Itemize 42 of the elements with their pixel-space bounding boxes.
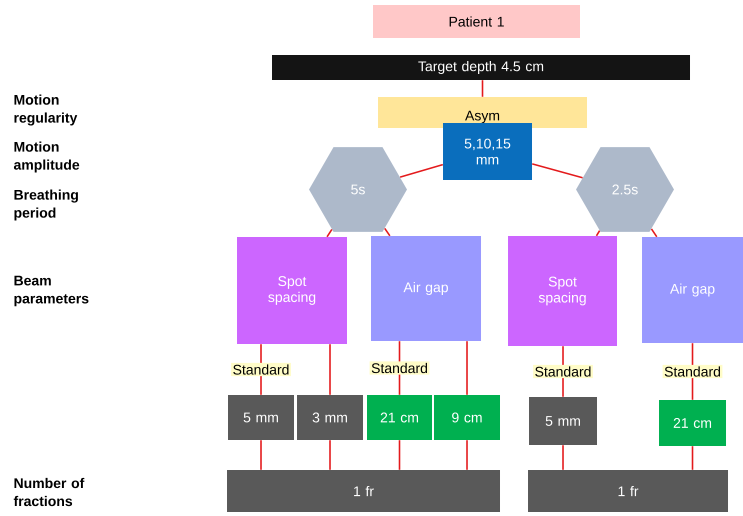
parameter-box: Spot spacing — [508, 236, 617, 346]
fraction-bar: 1 fr — [528, 470, 728, 512]
parameter-box: Air gap — [371, 236, 481, 341]
regularity-band: Asym — [378, 97, 588, 128]
connector-line — [466, 440, 468, 470]
value-box: 21 cm — [367, 395, 432, 440]
amplitude-box: 5,10,15 mm — [443, 123, 532, 180]
connector-line — [329, 440, 331, 470]
connector-line — [596, 230, 600, 236]
value-box: 5 mm — [529, 397, 597, 445]
connector-line — [692, 446, 694, 470]
row-label: Number of fractions — [14, 478, 84, 506]
value-box: 9 cm — [434, 395, 500, 440]
connector-line — [562, 445, 564, 470]
connector-line — [384, 228, 391, 236]
value-box: 3 mm — [297, 395, 363, 440]
value-box: 21 cm — [659, 400, 726, 446]
row-label: Beam parameters — [14, 276, 88, 306]
edge-label: Standard — [533, 364, 593, 378]
row-label: Motion amplitude — [14, 141, 80, 173]
connector-line — [400, 164, 444, 178]
connector-line — [650, 228, 658, 238]
parameter-box: Spot spacing — [237, 237, 347, 344]
connector-line — [398, 440, 400, 470]
connector-line — [482, 80, 484, 97]
connector-line — [326, 229, 333, 238]
depth-bar: Target depth 4.5 cm — [272, 55, 690, 80]
row-label: Motion regularity — [14, 94, 78, 126]
connector-line — [329, 344, 331, 395]
title-box: Patient 1 — [373, 5, 580, 38]
connector-line — [466, 341, 468, 395]
period-hexagon: 2.5s — [576, 147, 674, 232]
edge-label: Standard — [370, 361, 430, 375]
value-box: 5 mm — [228, 395, 294, 440]
connector-line — [260, 440, 262, 470]
parameter-box: Air gap — [642, 237, 743, 343]
row-label: Breathing period — [14, 189, 78, 221]
edge-label: Standard — [662, 364, 722, 378]
fraction-bar: 1 fr — [227, 470, 500, 512]
period-hexagon: 5s — [309, 147, 407, 232]
connector-line — [532, 163, 583, 179]
edge-label: Standard — [231, 362, 291, 376]
